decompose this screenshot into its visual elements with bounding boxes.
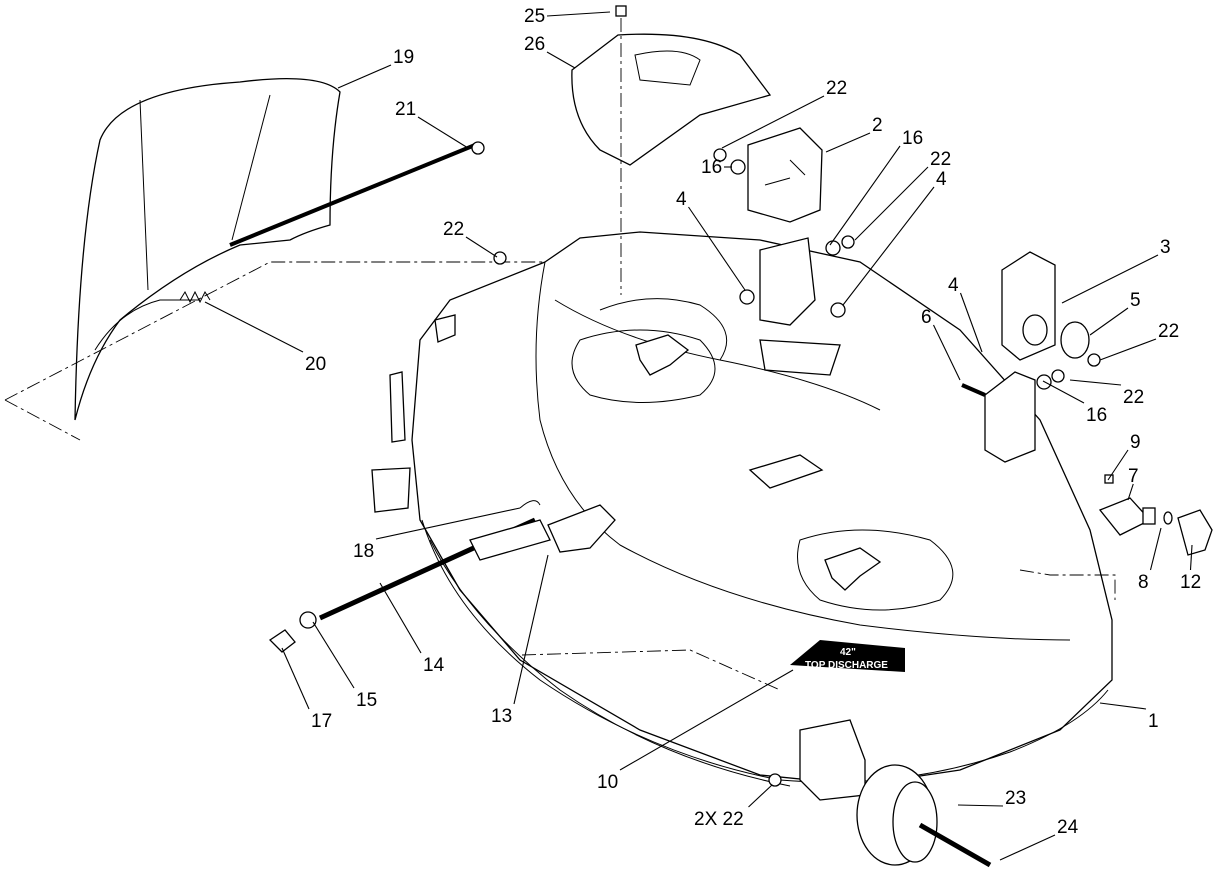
callout-c22e: 22 — [1123, 387, 1144, 408]
callout-c2: 2 — [872, 115, 883, 136]
deflector-bracket — [571, 5, 772, 295]
callout-leader-c7 — [1127, 483, 1134, 501]
bracket-3 — [1001, 251, 1056, 361]
callout-leader-c22c — [465, 236, 498, 258]
chute-hinge-dash — [4, 261, 545, 401]
callout-c5: 5 — [1130, 290, 1141, 311]
callout-c16a: 16 — [701, 157, 722, 178]
callout-c4c: 4 — [948, 275, 959, 296]
height-adjust-rod — [268, 500, 616, 653]
callout-leader-c19 — [337, 64, 392, 89]
callout-leader-c16c — [1042, 380, 1085, 404]
callout-c22a: 22 — [826, 78, 847, 99]
callout-leader-c3 — [1061, 254, 1159, 304]
callout-c22f: 2X 22 — [694, 809, 744, 830]
callout-leader-c15 — [312, 621, 355, 689]
callout-c15: 15 — [356, 690, 377, 711]
mower-deck — [411, 231, 1116, 787]
callout-c16c: 16 — [1086, 405, 1107, 426]
callout-leader-c18 — [375, 507, 521, 540]
callout-c4b: 4 — [936, 169, 947, 190]
callout-leader-c23 — [957, 804, 1004, 807]
callout-c25: 25 — [524, 6, 545, 27]
callout-leader-c20 — [204, 301, 304, 353]
svg-text:42": 42" — [840, 647, 856, 658]
chute-hinge-dash-lower — [4, 399, 81, 441]
callout-c26: 26 — [524, 34, 545, 55]
callout-leader-c16b — [829, 145, 901, 246]
callout-c24: 24 — [1057, 817, 1079, 838]
deck-side-plates — [371, 314, 456, 513]
callout-leader-c22f — [748, 784, 773, 808]
nuts-and-washers — [493, 148, 1101, 787]
callout-leader-c21 — [417, 116, 469, 149]
callout-leader-c12 — [1189, 544, 1193, 571]
top-discharge-decal: 42" TOP DISCHARGE — [790, 640, 905, 672]
callout-leader-c14 — [379, 582, 422, 654]
callout-leader-c22a — [721, 95, 825, 149]
callout-leader-c10 — [619, 669, 794, 771]
callout-leader-c6 — [933, 324, 961, 381]
discharge-chute — [74, 78, 341, 421]
callout-leader-c25 — [546, 11, 611, 17]
callout-leader-c4b — [842, 186, 935, 306]
lift-bracket — [739, 237, 846, 326]
callout-c22d: 22 — [1158, 321, 1179, 342]
callout-leader-c2 — [825, 132, 871, 153]
bracket-2 — [747, 127, 823, 223]
callout-leader-c22d — [1099, 338, 1157, 361]
callout-c23: 23 — [1005, 788, 1026, 809]
callout-c1: 1 — [1148, 711, 1159, 732]
callout-c21: 21 — [395, 99, 416, 120]
callout-leader-c13 — [513, 554, 549, 705]
callout-leader-c8 — [1149, 527, 1162, 571]
callout-c10: 10 — [597, 772, 618, 793]
callout-c19: 19 — [393, 47, 414, 68]
svg-text:TOP DISCHARGE: TOP DISCHARGE — [805, 660, 888, 671]
callout-c17: 17 — [311, 711, 332, 732]
anti-scalp-wheel — [799, 719, 992, 868]
callout-c3: 3 — [1160, 237, 1171, 258]
callout-c16b: 16 — [902, 128, 923, 149]
callout-c7: 7 — [1128, 466, 1139, 487]
callout-leader-c26 — [546, 51, 576, 69]
chute-spring — [179, 290, 211, 304]
chute-rod — [229, 141, 485, 247]
part-callouts: 1234445678910121314151616161718192021222… — [204, 6, 1201, 861]
knob-assembly — [1098, 474, 1213, 556]
callout-c8: 8 — [1138, 572, 1149, 593]
callout-c20: 20 — [305, 354, 326, 375]
callout-leader-c17 — [281, 647, 310, 710]
callout-c9: 9 — [1130, 432, 1141, 453]
callout-leader-c4c — [959, 292, 983, 353]
callout-leader-c4a — [688, 206, 746, 291]
callout-leader-c9 — [1107, 449, 1129, 481]
callout-leader-c24 — [999, 834, 1056, 861]
callout-c14: 14 — [423, 655, 445, 676]
callout-leader-c22b — [854, 166, 929, 241]
callout-leader-c22e — [1069, 379, 1122, 386]
callout-c6: 6 — [921, 307, 932, 328]
callout-c22c: 22 — [443, 219, 464, 240]
callout-leader-c1 — [1099, 702, 1147, 710]
callout-c13: 13 — [491, 706, 512, 727]
callout-c18: 18 — [353, 541, 374, 562]
callout-c22b: 22 — [930, 149, 951, 170]
callout-c4a: 4 — [676, 189, 687, 210]
callout-leader-c5 — [1089, 307, 1129, 336]
callout-c12: 12 — [1180, 572, 1201, 593]
washer-5 — [1060, 321, 1090, 359]
bracket-6 — [961, 371, 1036, 463]
